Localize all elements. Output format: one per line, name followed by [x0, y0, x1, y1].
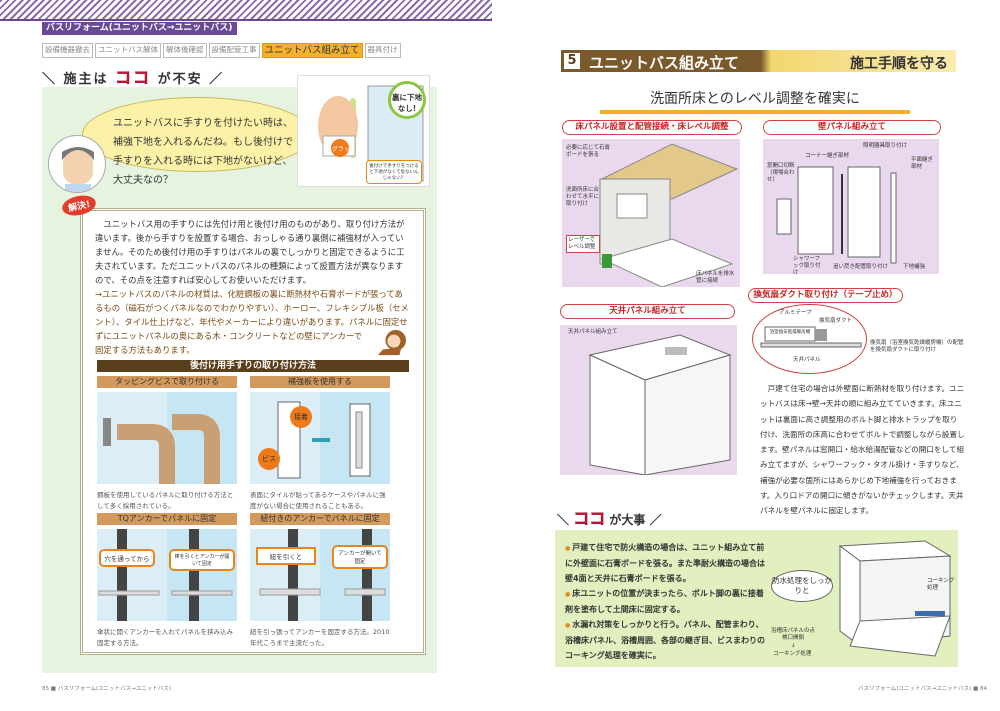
panel-title-ceiling: 天井パネル組み立て: [560, 304, 735, 319]
step-tabs: 設備機器撤去 ユニットバス解体 解体後確認 設備配管工事 ユニットバス組み立て …: [42, 43, 401, 58]
step-tab-active: ユニットバス組み立て: [261, 43, 363, 58]
tq-anchor-illustration: 穴を通ってから 棒を引くとアンカーが開いて固定: [97, 529, 237, 621]
list-item: 水漏れ対策をしっかりと行う。パネル、配管まわり、浴槽床パネル、浴槽周囲、各部の継…: [565, 617, 765, 663]
method-title: 紐付きのアンカーでパネルに固定: [250, 513, 390, 525]
step2-label: アンカーが開いて固定: [332, 545, 388, 569]
label: コーキング処理: [927, 578, 955, 591]
list-item: 戸建て住宅で防火構造の場合は、ユニット組み立て前に外壁面に石膏ボードを張る。また…: [565, 540, 765, 586]
owner-avatar: [48, 135, 106, 193]
pointing-character-icon: [378, 329, 406, 356]
duct-note: 換気扇（浴室換気乾燥暖房機）の配管を換気扇ダクトに取り付け: [870, 340, 964, 353]
no-base-text: 裏に下地なし!: [392, 93, 422, 113]
label: 照明器具取り付け: [863, 143, 908, 149]
label: コーナー継ぎ部材: [805, 153, 850, 159]
important-list: 戸建て住宅で防火構造の場合は、ユニット組み立て前に外壁面に石膏ボードを張る。また…: [565, 540, 765, 663]
label: 浴槽床パネルの点検口開閉: [771, 628, 816, 641]
sound-effect: グラッ: [332, 146, 351, 153]
step-tab: ユニットバス解体: [95, 43, 161, 58]
label: アルミテープ: [779, 310, 812, 316]
step1-label: 紐を引くと: [256, 547, 316, 565]
solution-note-wrap: →ユニットバスのパネルの材質は、化粧鋼板の裏に断熱材や石膏ボードが張ってあるもの…: [95, 287, 411, 357]
panel-title-floor: 床パネル設置と配管接続・床レベル調整: [562, 120, 742, 135]
method-card-string-anchor: 紐付きのアンカーでパネルに固定 紐を引くと アンカーが開いて固定 紐を引っ張って…: [250, 513, 390, 659]
method-title: 補強板を使用する: [250, 376, 390, 388]
left-footer: 85 ■ バスリフォーム(ユニットバス→ユニットバス): [42, 686, 171, 692]
method-title: タッピングビスで取り付ける: [97, 376, 237, 388]
glue-label: 接着: [290, 406, 312, 428]
screw-label: ビス: [258, 448, 280, 470]
label: 必要に応じて石膏ボードを張る: [566, 145, 611, 158]
solution-note: →ユニットバスのパネルの材質は、化粧鋼板の裏に断熱材や石膏ボードが張ってあるもの…: [95, 289, 409, 355]
footer-title: バスリフォーム(ユニットバス→ユニットバス): [858, 686, 972, 692]
method-caption: 紐を引っ張ってアンカーを固定する方法。2010年代ころまで主流だった。: [250, 628, 390, 647]
section-header: 5 ユニットバス組み立て 施工手順を守る: [561, 50, 956, 72]
bathroom-illustration: [838, 540, 952, 657]
method-caption: 表面にタイルが貼ってあるケースやパネルに強度がない場合に使用されることもある。: [250, 491, 386, 510]
page-number: 85: [42, 686, 49, 692]
body-text: 戸建て住宅の場合は外壁面に断熱材を取り付けます。ユニットバスは床→壁→天井の順に…: [760, 384, 965, 516]
method-card-tq-anchor: TQアンカーでパネルに固定 穴を通ってから 棒を引くとアンカーが開いて固定 傘状…: [97, 513, 237, 659]
solution-text: ユニットバス用の手すりには先付け用と後付け用のものがあり、取り付け方法が違います…: [95, 219, 405, 285]
label: コーキング処理: [773, 651, 812, 657]
label: 換気扇ダクト: [819, 318, 853, 324]
step-tab: 設備配管工事: [208, 43, 260, 58]
step-tab: 設備機器撤去: [42, 43, 93, 58]
duct-detail-illustration: アルミテープ 換気扇ダクト 浴室換気乾燥暖房機 天井パネル: [752, 304, 867, 374]
section-subtitle: 施工手順を守る: [850, 56, 948, 72]
important-box: 戸建て住宅で防火構造の場合は、ユニット組み立て前に外壁面に石膏ボードを張る。また…: [555, 530, 958, 667]
methods-title: 後付け用手すりの取り付け方法: [97, 360, 409, 372]
floor-panel-illustration: 必要に応じて石膏ボードを張る 洗面所床に合わせて水平に取り付け レーザーでレベル…: [562, 139, 740, 287]
worry-heading: ＼ 施主は ココ が不安 ／: [42, 68, 225, 88]
tapping-screw-illustration: [97, 392, 237, 484]
section-number: 5: [564, 53, 580, 69]
label: 洗面所床に合わせて水平に取り付け: [566, 187, 600, 207]
step2-label: 棒を引くとアンカーが開いて固定: [169, 549, 235, 571]
wall-panel-illustration: 照明器具取り付け コーナー継ぎ部材 窓開口切断（現場合わせ） 平面継ぎ部材 シャ…: [763, 139, 939, 276]
label: シャワーフック取り付け: [793, 256, 821, 276]
ceiling-panel-illustration: 天井パネル組み立て: [560, 325, 737, 475]
label: 平面継ぎ部材: [911, 157, 934, 170]
bath-scene-illustration: 裏に下地なし! グラッ 後付けで手すりをつけると下地がなくて危ないんじゃない？: [297, 75, 430, 187]
right-footer: バスリフォーム(ユニットバス→ユニットバス) ■ 84: [858, 686, 987, 692]
label: レーザーでレベル調整: [566, 235, 600, 253]
footer-title: バスリフォーム(ユニットバス→ユニットバス): [57, 686, 171, 692]
method-card-reinforcement-plate: 補強板を使用する 接着 ビス 表面にタイルが貼ってあるケースやパネルに強度がない…: [250, 376, 390, 522]
step-tab: 解体後確認: [163, 43, 207, 58]
header-stripe: [0, 0, 492, 21]
speech-bubble: ユニットバスに手すりを付けたい時は、補強下地を入れるんだね。もし後付けで手すりを…: [82, 97, 312, 186]
method-caption: 鋼板を使用しているパネルに取り付ける方法として多く採用されている。: [97, 491, 234, 510]
method-title: TQアンカーでパネルに固定: [97, 513, 237, 525]
important-heading: ＼ ココ が大事 ／: [557, 509, 662, 529]
panel-title-duct: 換気扇ダクト取り付け（テープ止め）: [748, 288, 903, 303]
label: 追い焚き配管取り付け: [833, 264, 889, 270]
step1-label: 穴を通ってから: [99, 549, 155, 567]
label: ↓: [791, 643, 796, 649]
method-caption: 傘状に開くアンカーを入れてパネルを挟み込み固定する方法。: [97, 628, 234, 647]
panel-title-wall: 壁パネル組み立て: [763, 120, 941, 135]
no-base-bubble: 裏に下地なし!: [388, 81, 426, 119]
headline: 洗面所床とのレベル調整を確実に: [600, 88, 910, 114]
section-tag: バスリフォーム(ユニットバス→ユニットバス): [42, 22, 237, 35]
section-title: ユニットバス組み立て: [589, 54, 740, 72]
worry-note: 後付けで手すりをつけると下地がなくて危ないんじゃない？: [366, 160, 422, 184]
string-anchor-illustration: 紐を引くと アンカーが開いて固定: [250, 529, 390, 621]
reinforcement-plate-illustration: 接着 ビス: [250, 392, 390, 484]
step-tab: 器具付け: [364, 43, 401, 58]
label: 浴室換気乾燥暖房機: [769, 330, 811, 335]
label: 窓開口切断（現場合わせ）: [767, 163, 795, 183]
waterproof-bubble: 防水処理をしっかりと: [771, 570, 833, 602]
page-number: 84: [979, 686, 987, 692]
owner-question: ユニットバスに手すりを付けたい時は、補強下地を入れるんだね。もし後付けで手すりを…: [113, 118, 293, 186]
label: 床パネルを排水管に接続: [696, 271, 735, 284]
label: 下地補強: [903, 264, 926, 270]
label: 天井パネル: [793, 357, 821, 363]
list-item: 床ユニットの位置が決まったら、ボルト脚の裏に接着剤を塗布して土間床に固定する。: [565, 586, 765, 617]
method-card-tapping-screw: タッピングビスで取り付ける 鋼板を使用しているパネルに取り付ける方法として多く採…: [97, 376, 237, 522]
label: 天井パネル組み立て: [568, 329, 618, 335]
